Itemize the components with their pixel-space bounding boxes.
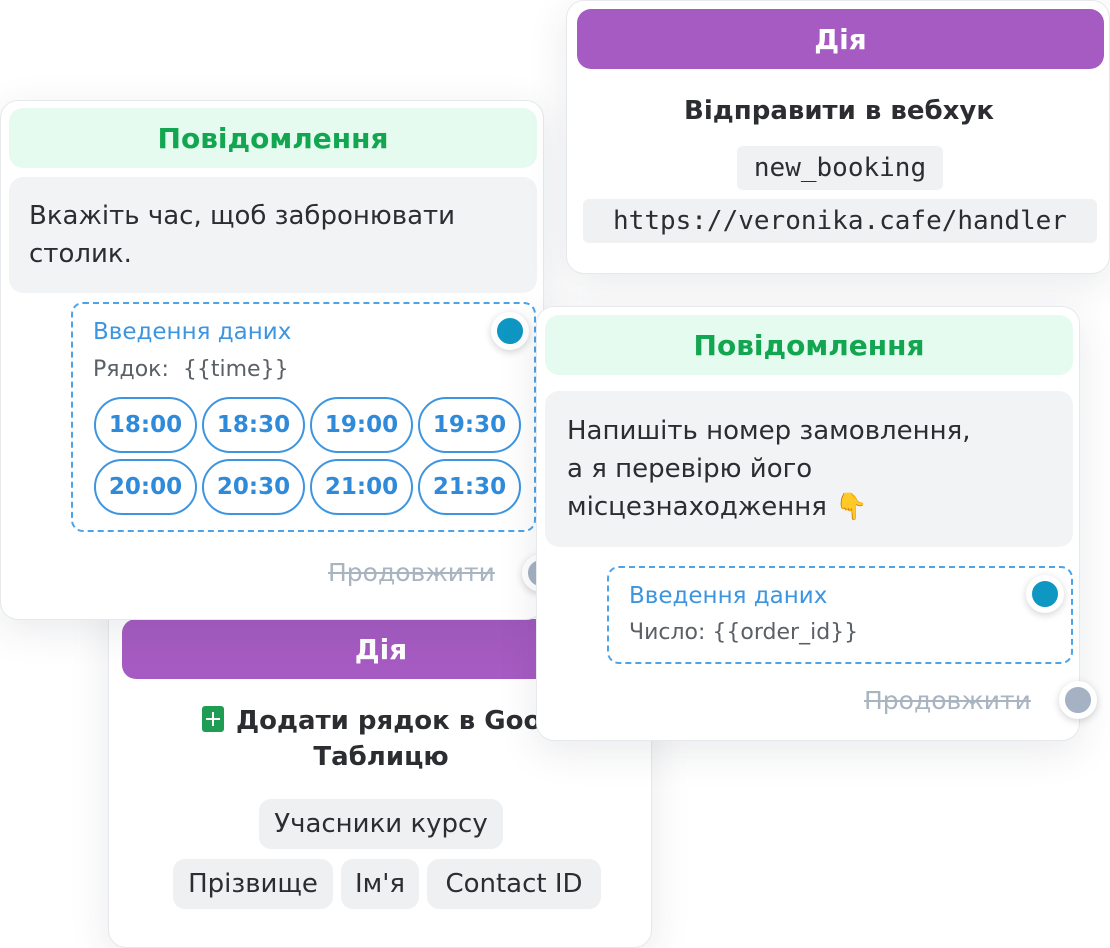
data-input-block[interactable]: Введення даних Рядок: {{time}} 18:00 18:… (71, 302, 536, 532)
action-title: Додати рядок в Goog Таблицю (129, 703, 633, 775)
field-label: Число: (629, 620, 706, 645)
webhook-url-code: https://veronika.cafe/handler (583, 199, 1097, 243)
column-chip-surname: Прізвище (173, 859, 333, 909)
field-label: Рядок: (93, 357, 169, 382)
input-connector-dot[interactable] (491, 312, 529, 350)
message-text-line2: столик. (29, 239, 132, 269)
column-chip-name: Ім'я (341, 859, 419, 909)
column-chip-contact-id: Contact ID (427, 859, 601, 909)
message-header: Повідомлення (9, 108, 537, 168)
message-card-booking[interactable]: Повідомлення Вкажіть час, щоб забронюват… (0, 100, 560, 620)
message-bubble: Напишіть номер замовлення, а я перевірю … (545, 391, 1073, 547)
field-variable: {{time}} (182, 357, 289, 382)
data-input-title: Введення даних (629, 583, 828, 609)
time-button-2000[interactable]: 20:00 (94, 459, 197, 515)
data-input-title: Введення даних (93, 319, 292, 345)
sheet-name-chip: Учасники курсу (259, 799, 503, 849)
action-title-line1: Додати рядок в Goog (236, 706, 560, 736)
message-text-line3: місцезнаходження (567, 492, 827, 522)
time-button-1830[interactable]: 18:30 (202, 397, 305, 453)
webhook-event-code: new_booking (737, 146, 943, 190)
time-button-1930[interactable]: 19:30 (418, 397, 521, 453)
input-connector-dot[interactable] (1026, 575, 1064, 613)
message-text-line1: Напишіть номер замовлення, (567, 416, 971, 446)
webhook-title: Відправити в вебхук (684, 96, 994, 126)
time-button-1800[interactable]: 18:00 (94, 397, 197, 453)
message-text-line2: а я перевірю його (567, 454, 813, 484)
action-header: Дія (577, 9, 1104, 69)
action-card-webhook[interactable]: Дія Відправити в вебхук new_booking http… (566, 0, 1110, 274)
time-button-2130[interactable]: 21:30 (418, 459, 521, 515)
field-variable: {{order_id}} (712, 620, 859, 645)
time-button-2100[interactable]: 21:00 (310, 459, 413, 515)
time-button-1900[interactable]: 19:00 (310, 397, 413, 453)
message-header: Повідомлення (545, 315, 1073, 375)
message-text-line1: Вкажіть час, щоб забронювати (29, 201, 456, 231)
message-card-order[interactable]: Повідомлення Напишіть номер замовлення, … (536, 306, 1097, 741)
action-title-line2: Таблицю (313, 742, 449, 772)
time-button-2030[interactable]: 20:30 (202, 459, 305, 515)
google-sheets-icon (202, 706, 225, 732)
continue-link[interactable]: Продовжити (864, 686, 1031, 715)
continue-connector-dot[interactable] (1059, 681, 1097, 719)
data-input-block[interactable]: Введення даних Число: {{order_id}} (607, 566, 1073, 664)
continue-link[interactable]: Продовжити (328, 558, 495, 587)
data-input-field: Число: {{order_id}} (629, 620, 858, 645)
pointing-down-emoji-icon: 👇 (835, 492, 868, 522)
message-bubble: Вкажіть час, щоб забронювати столик. (9, 177, 537, 293)
data-input-field: Рядок: {{time}} (93, 357, 289, 382)
